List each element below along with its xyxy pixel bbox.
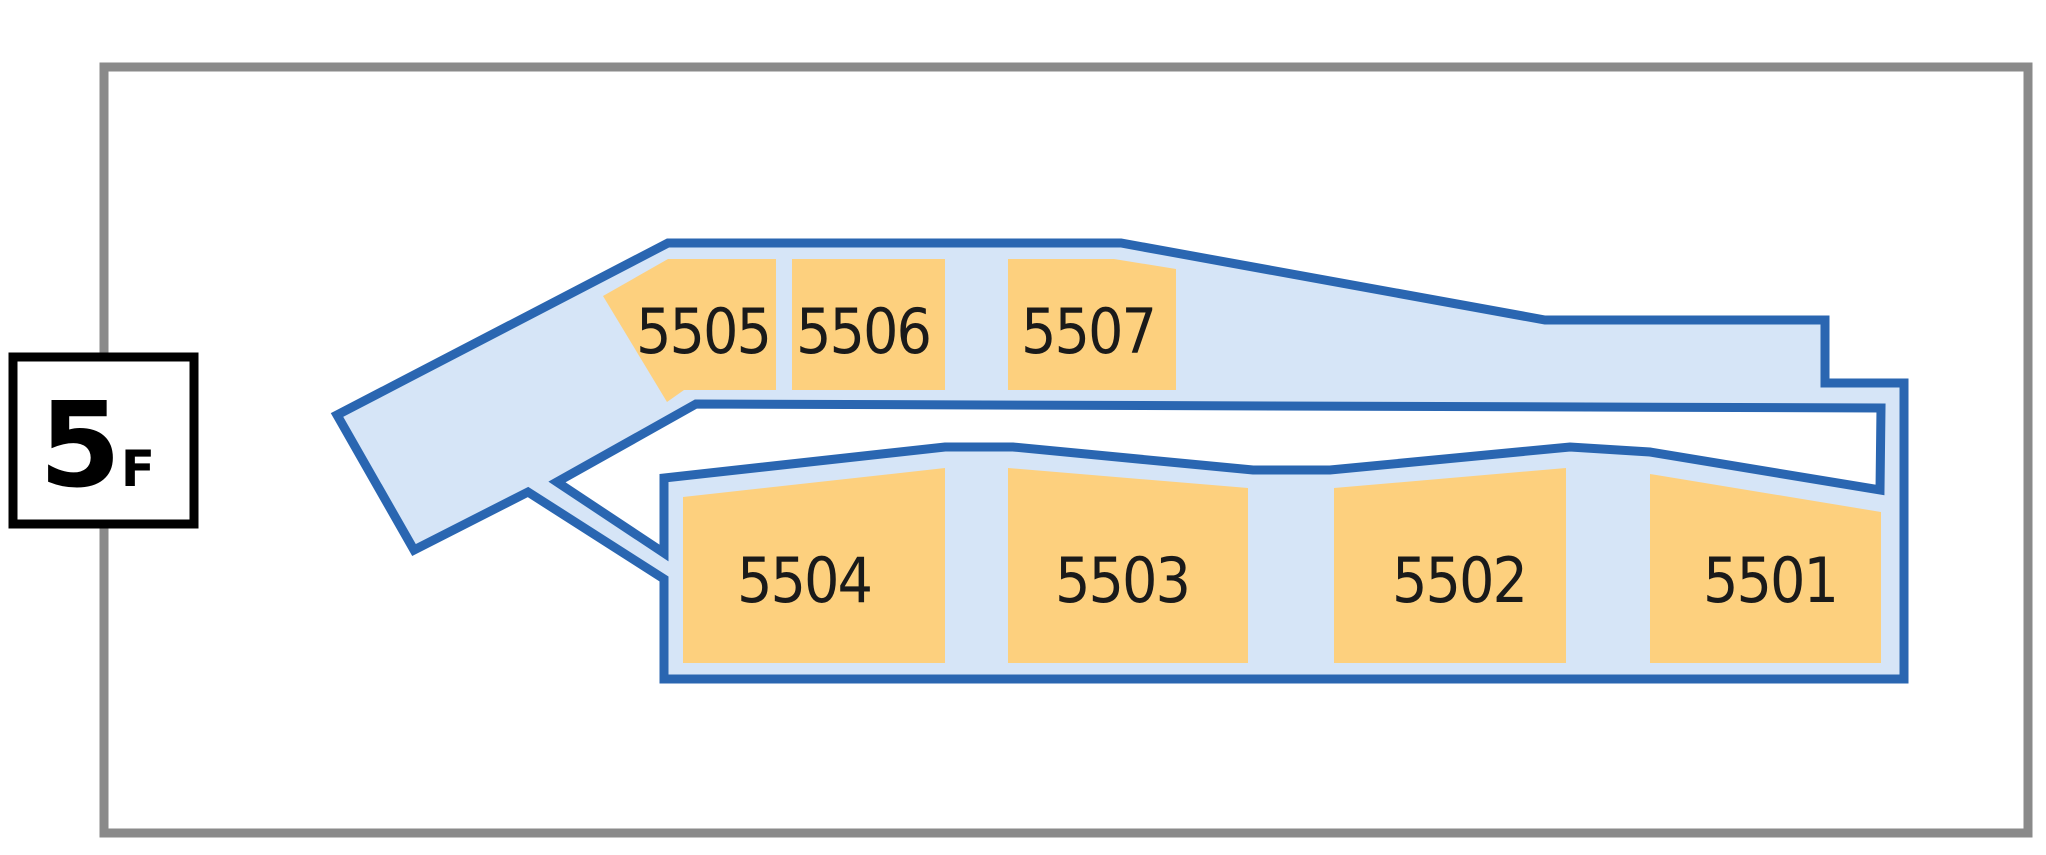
room-5506[interactable] bbox=[792, 259, 945, 390]
room-label-5506: 5506 bbox=[796, 295, 930, 368]
room-label-5503: 5503 bbox=[1055, 544, 1189, 617]
room-label-5502: 5502 bbox=[1392, 544, 1526, 617]
room-label-5501: 5501 bbox=[1703, 544, 1837, 617]
room-5505[interactable] bbox=[603, 259, 776, 402]
room-5507[interactable] bbox=[1008, 259, 1176, 390]
room-5501[interactable] bbox=[1650, 474, 1881, 663]
room-5502[interactable] bbox=[1334, 468, 1566, 663]
room-label-5505: 5505 bbox=[636, 295, 770, 368]
floor-suffix: F bbox=[121, 440, 155, 498]
floor-indicator: 5 F bbox=[8, 352, 199, 529]
room-label-5507: 5507 bbox=[1021, 295, 1155, 368]
room-5503[interactable] bbox=[1008, 468, 1248, 663]
room-label-5504: 5504 bbox=[737, 544, 871, 617]
floor-number: 5 bbox=[39, 376, 121, 514]
floor-badge-box bbox=[8, 352, 199, 529]
room-5504[interactable] bbox=[683, 468, 945, 663]
